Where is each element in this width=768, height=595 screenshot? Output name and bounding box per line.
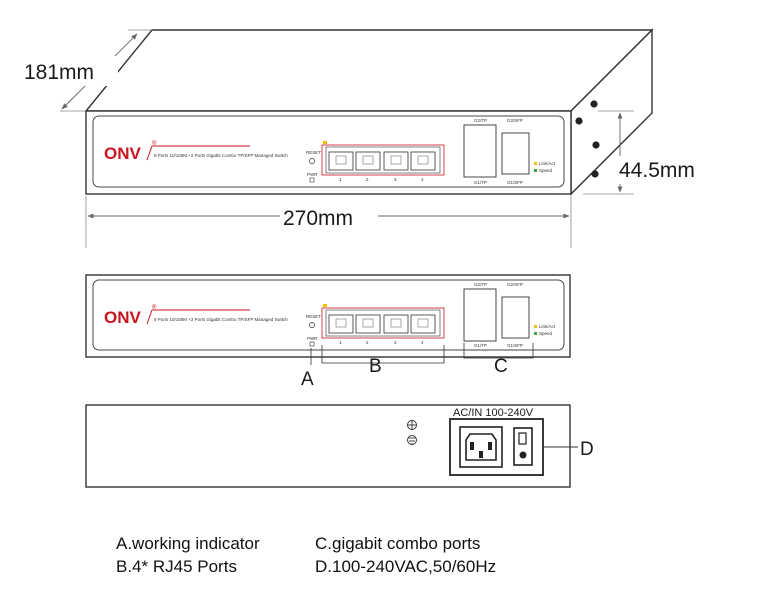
callout-d: D	[580, 439, 594, 460]
ground-symbol-icon	[407, 420, 417, 445]
port-number: 4	[421, 177, 424, 182]
rj45-port-1	[328, 151, 354, 171]
chassis-top	[84, 29, 654, 112]
callout-a: A	[301, 369, 314, 390]
rj45-port-4	[410, 151, 436, 171]
port-number: 1	[339, 177, 342, 182]
rj45-port-2	[355, 151, 381, 171]
callout-c-bracket	[463, 343, 534, 359]
reset-label-front: RESET	[306, 314, 321, 319]
product-line-front: 9 Ports 10/100M +2 Ports Gigabit Combo T…	[154, 317, 288, 322]
speed-led-swatch	[534, 169, 537, 172]
link-led-swatch	[534, 162, 537, 165]
front-view: ONV ® 9 Ports 10/100M +2 Ports Gigabit C…	[85, 274, 571, 390]
side-screws	[575, 100, 600, 178]
combo-tp-top-label-front: G2/TP	[474, 282, 487, 287]
combo-tp-bottom-label-front: G1/TP	[474, 343, 487, 348]
logo-mark: ®	[152, 140, 157, 147]
svg-text:®: ®	[152, 304, 157, 311]
reset-button-front[interactable]	[309, 322, 315, 328]
pwr-led-front	[309, 341, 315, 347]
brand-logo-front: ONV	[104, 308, 142, 327]
combo-sfp-port-front	[501, 296, 530, 339]
logo-swoosh	[146, 145, 250, 161]
pwr-led	[309, 177, 315, 183]
combo-sfp-port	[501, 132, 530, 175]
pwr-label-front: PWR	[307, 336, 318, 341]
port-number: 2	[366, 340, 369, 345]
rj45-ports-front	[328, 314, 436, 334]
legend-item-b: B.4* RJ45 Ports	[116, 557, 237, 576]
combo-sfp-bottom-label: G1/SFP	[507, 180, 523, 185]
component-legend: A.working indicator C.gigabit combo port…	[116, 532, 636, 578]
callout-b: B	[369, 356, 382, 377]
port-numbers-top: 1 2 3 4	[339, 177, 424, 182]
depth-dimension: 181mm	[24, 61, 94, 84]
legend-item-d: D.100-240VAC,50/60Hz	[315, 557, 497, 576]
link-act-label: Link/Act	[539, 161, 556, 166]
front-bezel	[92, 115, 565, 188]
reset-button[interactable]	[309, 158, 315, 164]
port-number: 4	[421, 340, 424, 345]
combo-tp-port-front	[463, 288, 497, 342]
callout-c: C	[494, 356, 508, 377]
brand-logo: ONV	[104, 144, 142, 163]
port-number: 1	[339, 340, 342, 345]
combo-sfp-top-label-front: G2/SFP	[507, 282, 523, 287]
speed-label-front: Speed	[539, 331, 553, 336]
legend-row: B.4* RJ45 Ports D.100-240VAC,50/60Hz	[116, 555, 636, 578]
pwr-label: PWR	[307, 172, 318, 177]
speed-label: Speed	[539, 168, 553, 173]
height-dimension: 44.5mm	[619, 159, 695, 182]
rear-view: AC/IN 100-240V D	[85, 404, 594, 488]
isometric-view: ONV ® 9 Ports 10/100M +2 Ports Gigabit C…	[22, 28, 715, 248]
combo-tp-top-label: G2/TP	[474, 118, 487, 123]
legend-item-c: C.gigabit combo ports	[315, 534, 481, 553]
legend-item-a: A.working indicator	[116, 534, 260, 553]
link-act-label-front: Link/Act	[539, 324, 556, 329]
width-dimension: 270mm	[283, 207, 353, 230]
combo-sfp-top-label: G2/SFP	[507, 118, 523, 123]
product-line: 9 Ports 10/100M +2 Ports Gigabit Combo T…	[154, 153, 288, 158]
rj45-port-3	[383, 151, 409, 171]
power-input-label: AC/IN 100-240V	[453, 407, 534, 419]
rj45-ports	[328, 151, 436, 171]
port-number: 2	[366, 177, 369, 182]
combo-tp-port	[463, 124, 497, 178]
port-number: 3	[394, 177, 397, 182]
front-view-bezel	[92, 279, 565, 351]
combo-sfp-bottom-label-front: G1/SFP	[507, 343, 523, 348]
port-number: 3	[394, 340, 397, 345]
legend-row: A.working indicator C.gigabit combo port…	[116, 532, 636, 555]
reset-label: RESET	[306, 150, 321, 155]
combo-tp-bottom-label: G1/TP	[474, 180, 487, 185]
rj45-port-block	[321, 144, 445, 176]
callout-b-bracket	[321, 345, 445, 364]
